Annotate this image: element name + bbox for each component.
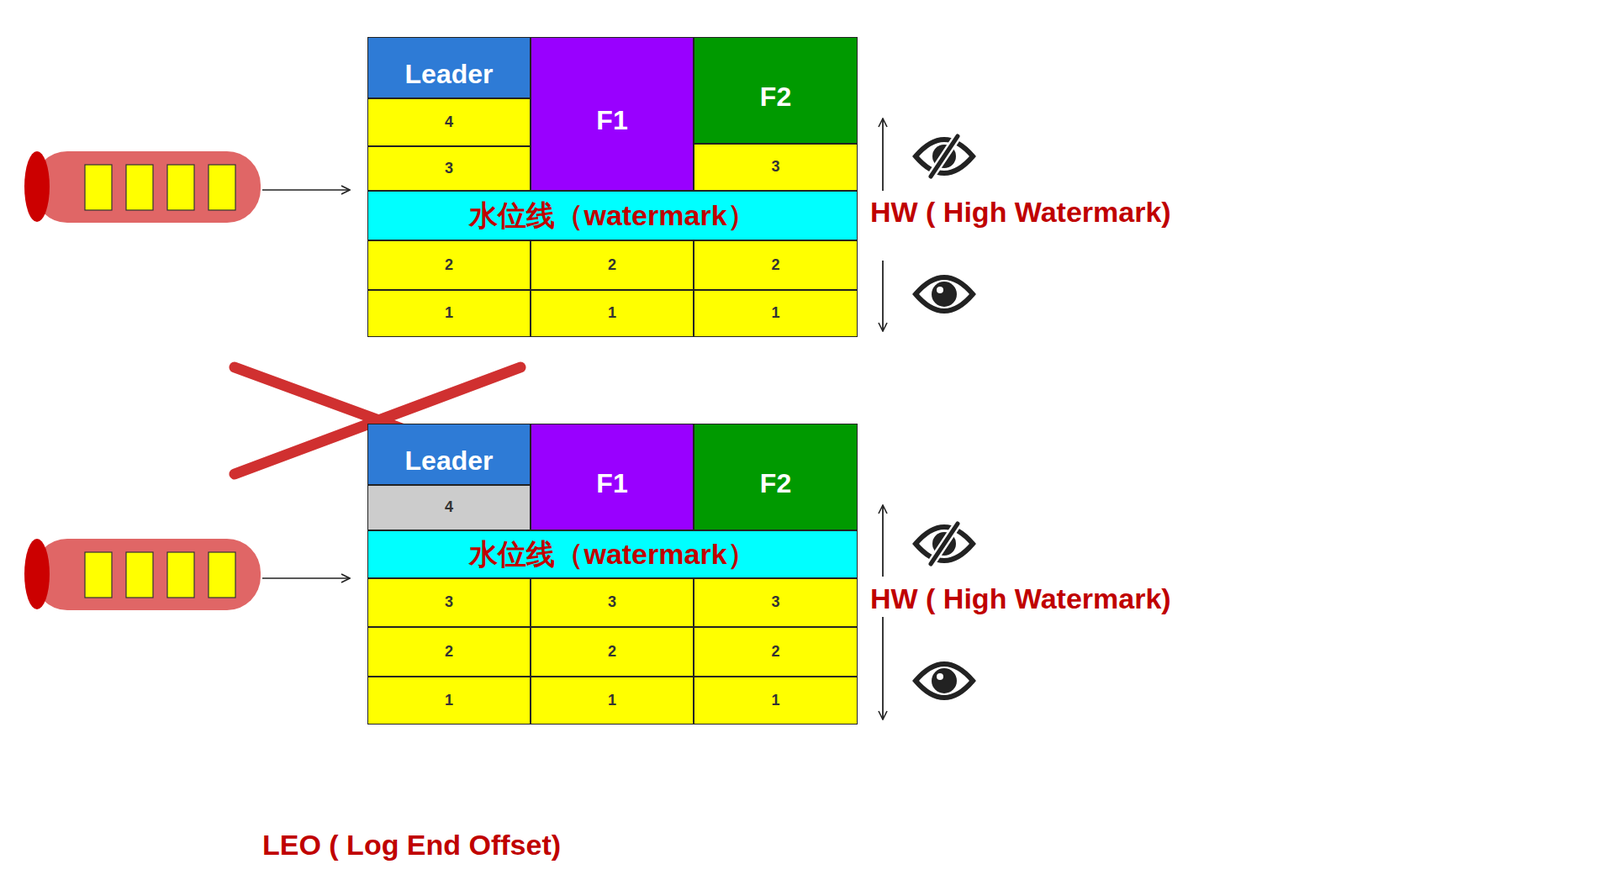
produce-arrow (262, 577, 350, 580)
node-text: 4 (444, 113, 454, 133)
log-cell: 2 (530, 627, 694, 677)
node-text: 2 (770, 643, 780, 662)
hw-label: HW ( High Watermark) (870, 582, 1172, 616)
node-text: F1 (596, 104, 628, 137)
follower-header: F2 (693, 36, 858, 144)
follower-header: F2 (693, 423, 858, 531)
log-cell: 3 (693, 578, 858, 628)
eye-slash (930, 523, 958, 565)
node-text: 2 (607, 256, 617, 275)
node-text: 2 (444, 256, 454, 275)
log-cell: 2 (367, 627, 531, 677)
message-block (208, 552, 236, 598)
message-block (84, 164, 112, 211)
hidden-eye-icon (915, 523, 973, 565)
hw-label: HW ( High Watermark) (870, 195, 1172, 229)
follower-header: F1 (530, 423, 694, 531)
pipe-end (24, 151, 50, 222)
watermark-band: 水位线（watermark） (367, 190, 858, 241)
log-cell: 2 (693, 627, 858, 677)
log-cell: 3 (530, 578, 694, 628)
producer-pipe (24, 151, 261, 223)
eye-highlight (936, 673, 944, 681)
node-text: 1 (770, 304, 780, 323)
node-text: 1 (607, 691, 617, 711)
eye-icon (915, 664, 973, 698)
node-text: 3 (444, 159, 454, 179)
log-cell: 2 (530, 240, 694, 291)
follower-header: F1 (530, 36, 694, 191)
node-text: 2 (607, 643, 617, 662)
message-block (84, 552, 112, 598)
message-block (126, 552, 154, 598)
log-cell: 3 (367, 578, 531, 628)
log-cell: 2 (693, 240, 858, 291)
message-block (126, 164, 154, 211)
produce-arrow (262, 189, 350, 191)
watermark-band: 水位线（watermark） (367, 530, 858, 579)
node-text: 1 (444, 304, 454, 323)
message-block (167, 552, 195, 598)
up-arrow (881, 118, 884, 191)
message-block (208, 164, 236, 211)
log-cell: 1 (693, 676, 858, 725)
node-text: 1 (607, 304, 617, 323)
log-cell: 1 (530, 290, 694, 338)
node-text: Leader (405, 444, 494, 477)
leader-header: Leader (367, 423, 531, 486)
log-cell: 4 (367, 98, 531, 147)
log-cell: 2 (367, 240, 531, 291)
eye-outline (915, 277, 973, 312)
leader-header: Leader (367, 36, 531, 99)
node-text: 2 (444, 643, 454, 662)
log-cell: 3 (367, 146, 531, 191)
log-cell: 1 (693, 290, 858, 338)
eye-slash-gap (930, 136, 958, 177)
node-text: 4 (444, 498, 454, 518)
node-text: 3 (444, 593, 454, 613)
log-cell: 3 (693, 143, 858, 191)
node-text: 3 (607, 593, 617, 613)
node-text: 水位线（watermark） (469, 537, 756, 572)
leo-label: LEO ( Log End Offset) (262, 829, 561, 862)
log-cell: 1 (367, 676, 531, 725)
producer-pipe (24, 538, 261, 611)
eye-outline (915, 664, 973, 698)
eye-pupil (931, 281, 957, 307)
log-cell: 1 (530, 676, 694, 725)
node-text: 1 (444, 691, 454, 711)
node-text: Leader (405, 58, 494, 90)
down-arrow (881, 617, 884, 720)
node-text: 3 (770, 158, 780, 177)
node-text: 1 (770, 691, 780, 711)
hidden-eye-icon (915, 136, 973, 177)
node-text: 水位线（watermark） (469, 198, 756, 233)
log-cell: 1 (367, 290, 531, 338)
eye-icon (915, 277, 973, 312)
eye-pupil (931, 668, 957, 694)
uncommitted-cell: 4 (367, 485, 531, 531)
eye-slash-gap (930, 523, 958, 565)
down-arrow (881, 260, 884, 332)
eye-highlight (936, 286, 944, 294)
node-text: 2 (770, 256, 780, 275)
node-text: F1 (596, 467, 628, 500)
pipe-body (33, 538, 261, 611)
pipe-body (33, 151, 261, 223)
node-text: F2 (760, 80, 792, 113)
node-text: 3 (770, 593, 780, 613)
eye-slash (930, 136, 958, 177)
node-text: F2 (760, 467, 792, 500)
pipe-end (24, 538, 50, 610)
message-block (167, 164, 195, 211)
up-arrow (881, 505, 884, 577)
